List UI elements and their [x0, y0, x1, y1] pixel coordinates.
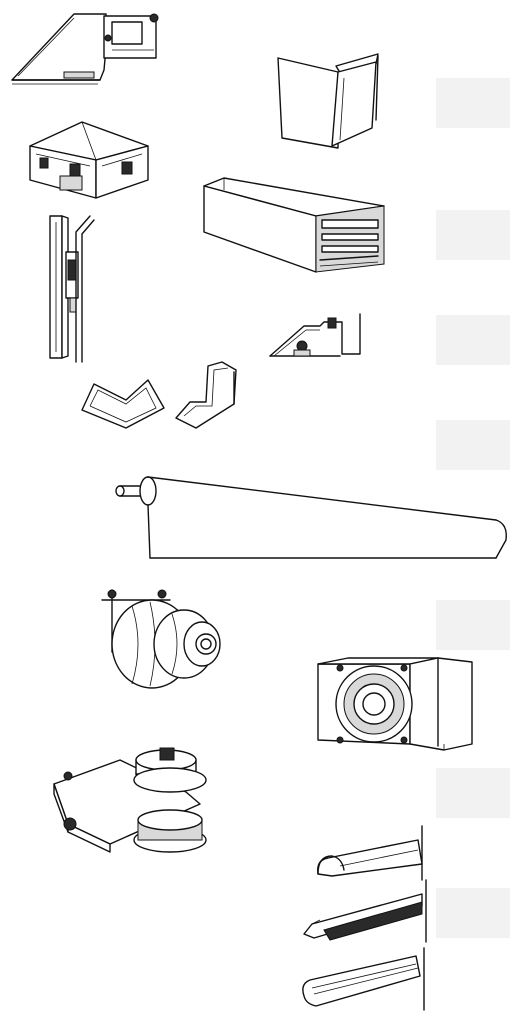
seal-profile-rail [298, 947, 430, 1011]
motor-drum-with-bracket [98, 586, 228, 694]
thumbnail-placeholder-6[interactable] [436, 768, 510, 818]
thumbnail-placeholder-3[interactable] [436, 315, 510, 365]
seal-profile-brush [300, 879, 430, 943]
thumbnail-placeholder-2[interactable] [436, 210, 510, 260]
box-rail-profile [200, 176, 388, 276]
thumbnail-placeholder-5[interactable] [436, 600, 510, 650]
end-cap-panel [272, 50, 387, 152]
speaker-housing [314, 656, 476, 754]
corner-covers [78, 358, 244, 432]
thumbnail-placeholder-4[interactable] [436, 420, 510, 470]
angled-bracket-profile [8, 8, 168, 90]
pulley-carriage-assembly [50, 740, 226, 858]
thumbnail-placeholder-7[interactable] [436, 888, 510, 938]
seal-profile-round [314, 825, 428, 881]
thumbnail-placeholder-1[interactable] [436, 78, 510, 128]
vertical-guide-profiles [44, 212, 100, 363]
outer-corner-connector [26, 118, 154, 200]
roller-blind-tube [112, 468, 510, 564]
mounting-bracket-clamp [268, 310, 368, 362]
